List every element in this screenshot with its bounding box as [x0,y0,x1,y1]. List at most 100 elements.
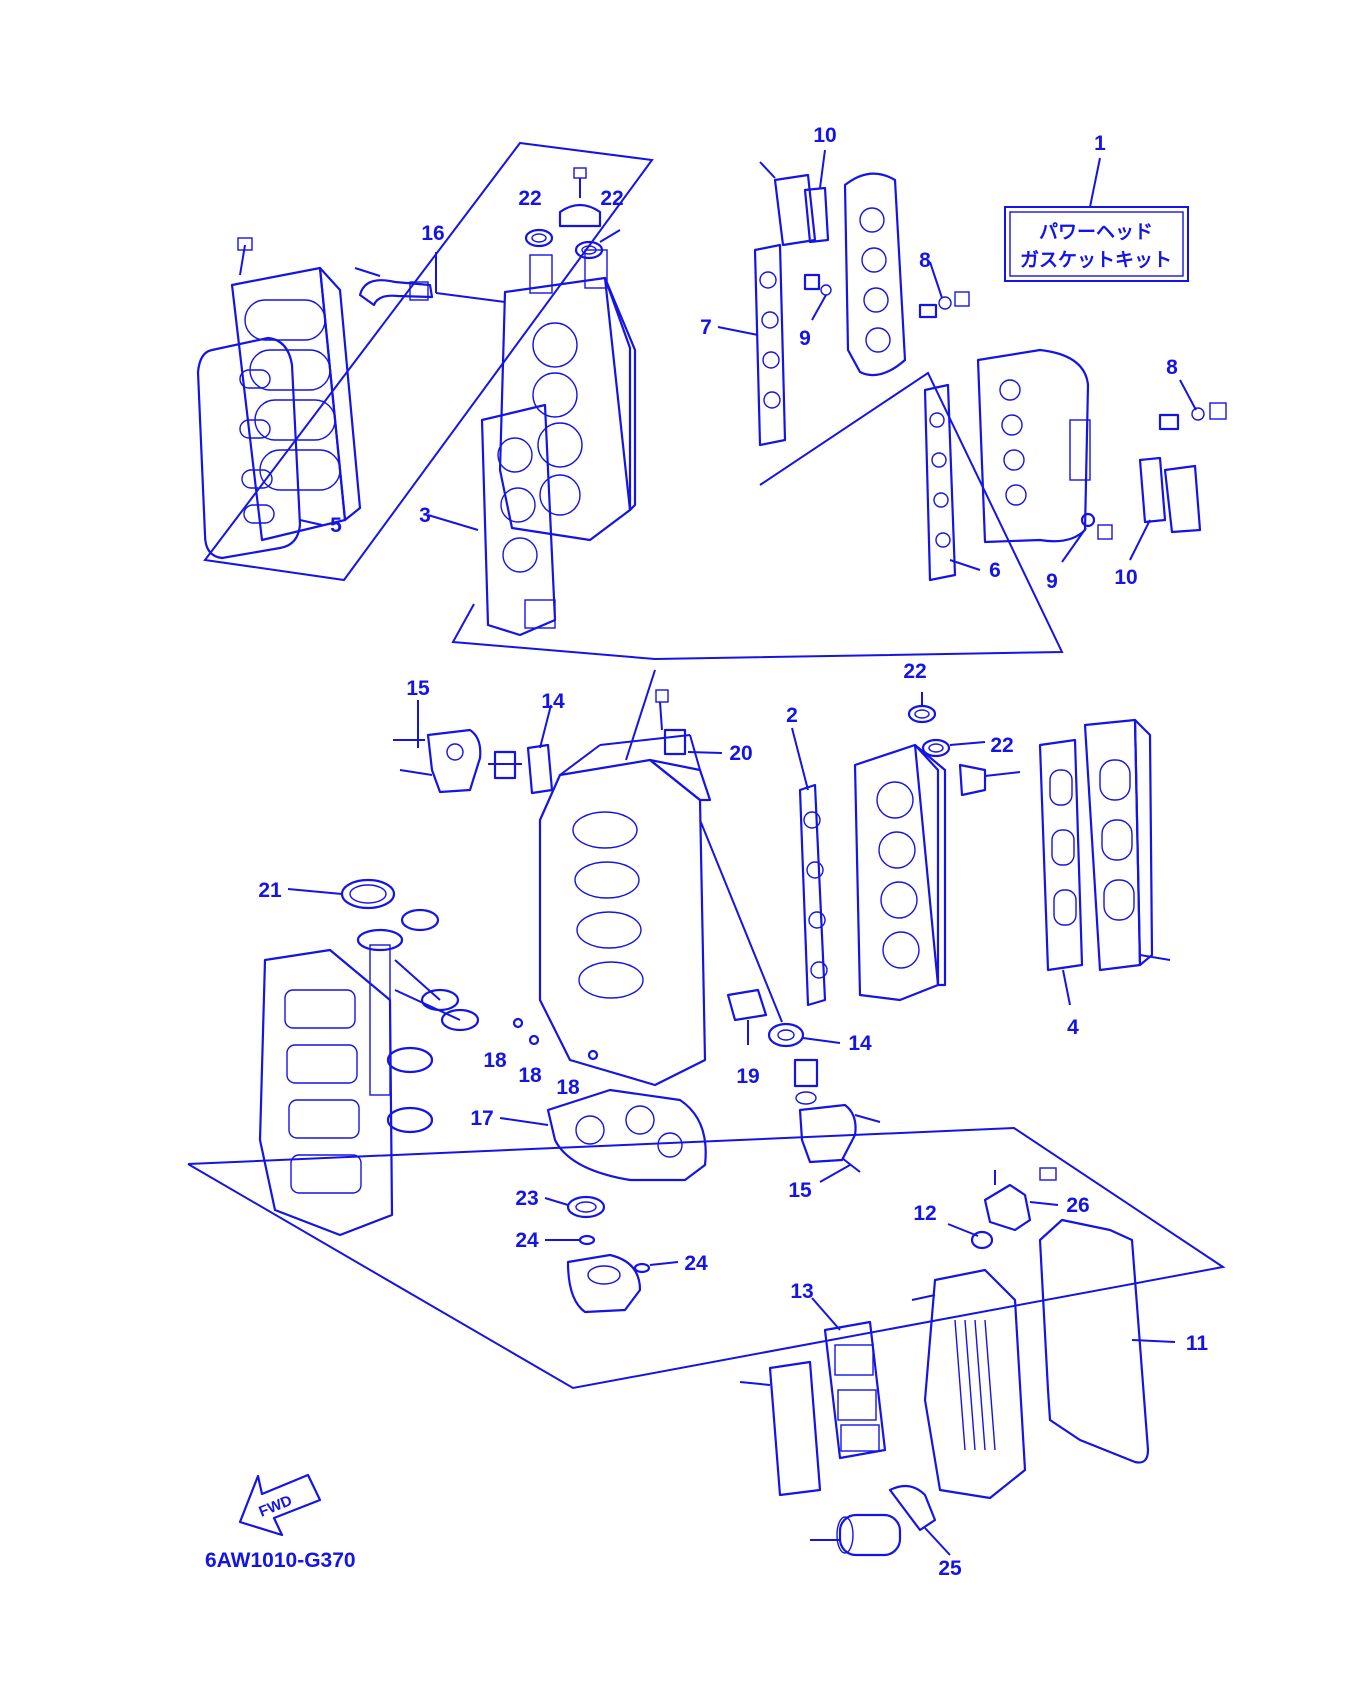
leader-20 [687,751,723,754]
callout: 23 [515,1187,538,1210]
callout: 3 [419,504,431,527]
callout: 1 [1094,132,1106,155]
leader-26 [1029,1201,1059,1206]
crankcase [258,948,394,1237]
callout: 24 [684,1252,708,1275]
leader-11 [1131,1339,1176,1343]
sensor-12 [970,1230,994,1250]
callout: 22 [903,660,926,683]
thermostat-housing-right [798,1103,881,1173]
leader-21 [287,888,343,895]
callout: 21 [258,879,282,902]
exhaust-cover-top [843,172,907,377]
thermostat-right [793,1058,819,1105]
leader-8b [1179,379,1197,411]
thermostat-housing-left [393,728,482,794]
callout: 14 [541,690,565,713]
callout: 9 [1046,570,1058,593]
callout: 8 [1166,356,1178,379]
starter-solenoid [810,1513,902,1557]
callout: 17 [470,1107,493,1130]
leader-15b [819,1164,851,1183]
gasket-3 [480,403,557,637]
cylinder-head-top [498,249,637,542]
callout: 7 [700,316,712,339]
callout: 24 [515,1229,539,1252]
callout: 10 [1114,566,1137,589]
callout: 12 [913,1202,936,1225]
o-ring-18b [528,1034,540,1046]
gasket-17 [546,1088,707,1182]
gasket-6 [923,383,957,582]
gasket-14b [767,1022,805,1048]
group-box-top-left [203,141,654,582]
kit-box-line2: ガスケットキット [1020,249,1172,271]
sensor-20 [655,689,687,756]
cover-plate-10a [773,173,830,247]
leader-14b [802,1037,841,1044]
callout: 11 [1186,1332,1209,1355]
leader-7 [717,326,759,336]
exhaust-cover-right [976,348,1091,544]
callout: 8 [919,249,931,272]
leader-14a [539,704,552,749]
cover-plate-10b [1138,456,1202,534]
gasket-2 [798,783,828,1007]
leader-5 [299,519,323,526]
group-box-port-cylinder-head [451,371,1064,661]
leader-14b-line [699,819,783,1023]
callout: 4 [1067,1016,1079,1039]
leader-12 [947,1223,979,1237]
callout: 26 [1066,1194,1089,1217]
callout: 5 [330,514,342,537]
callout: 22 [600,187,623,210]
plate-19 [726,988,768,1022]
callout: 18 [483,1049,507,1072]
leader-22b [599,229,621,243]
leader-2 [791,727,809,791]
gasket-7 [753,243,787,447]
cylinder-head-port [853,743,947,1002]
cylinder-block [538,734,712,1087]
oil-seal-24b [633,1262,651,1274]
callout: 15 [788,1179,812,1202]
oil-seal-22b [574,240,604,260]
leader-9b [1061,527,1087,563]
leader-16b [435,292,506,303]
kit-box-line1: パワーヘッド [1039,221,1153,243]
leader-24b [649,1261,679,1266]
callout: 22 [990,734,1013,757]
leader-4 [1062,969,1071,1006]
oil-seal-22c [907,704,937,724]
oil-seal-23 [566,1195,606,1219]
callout: 19 [736,1065,759,1088]
pump-housing [566,1253,642,1314]
leader-3 [427,514,479,531]
leader-6 [949,559,981,571]
callout: 9 [799,327,811,350]
cover-plate-lower [739,1360,822,1497]
callout: 6 [989,559,1001,582]
gasket-13 [823,1320,887,1460]
callout: 18 [518,1064,542,1087]
plug-9b [1080,512,1113,540]
callout: 15 [406,677,430,700]
o-ring-18a [512,1017,524,1029]
leader-8a [929,261,943,299]
oil-seal-22d [921,738,951,758]
callout: 25 [938,1557,962,1580]
leader-13 [811,1297,841,1331]
plug-8a [918,291,970,319]
callout-labels: 1 2 3 4 5 6 7 8 8 9 9 10 10 11 12 13 14 … [258,124,1208,1580]
leader-10a [819,149,826,189]
crankcase-cover-lower [911,1268,1027,1500]
group-box-crankcase-cover [187,1126,1226,1390]
callout: 16 [421,222,444,245]
gasket-14a [526,743,554,795]
callout: 14 [848,1032,872,1055]
leader-17 [499,1117,549,1126]
plug-9a [803,273,832,296]
cylinder-head-cover-right [1083,718,1171,972]
leader-23 [544,1197,569,1206]
